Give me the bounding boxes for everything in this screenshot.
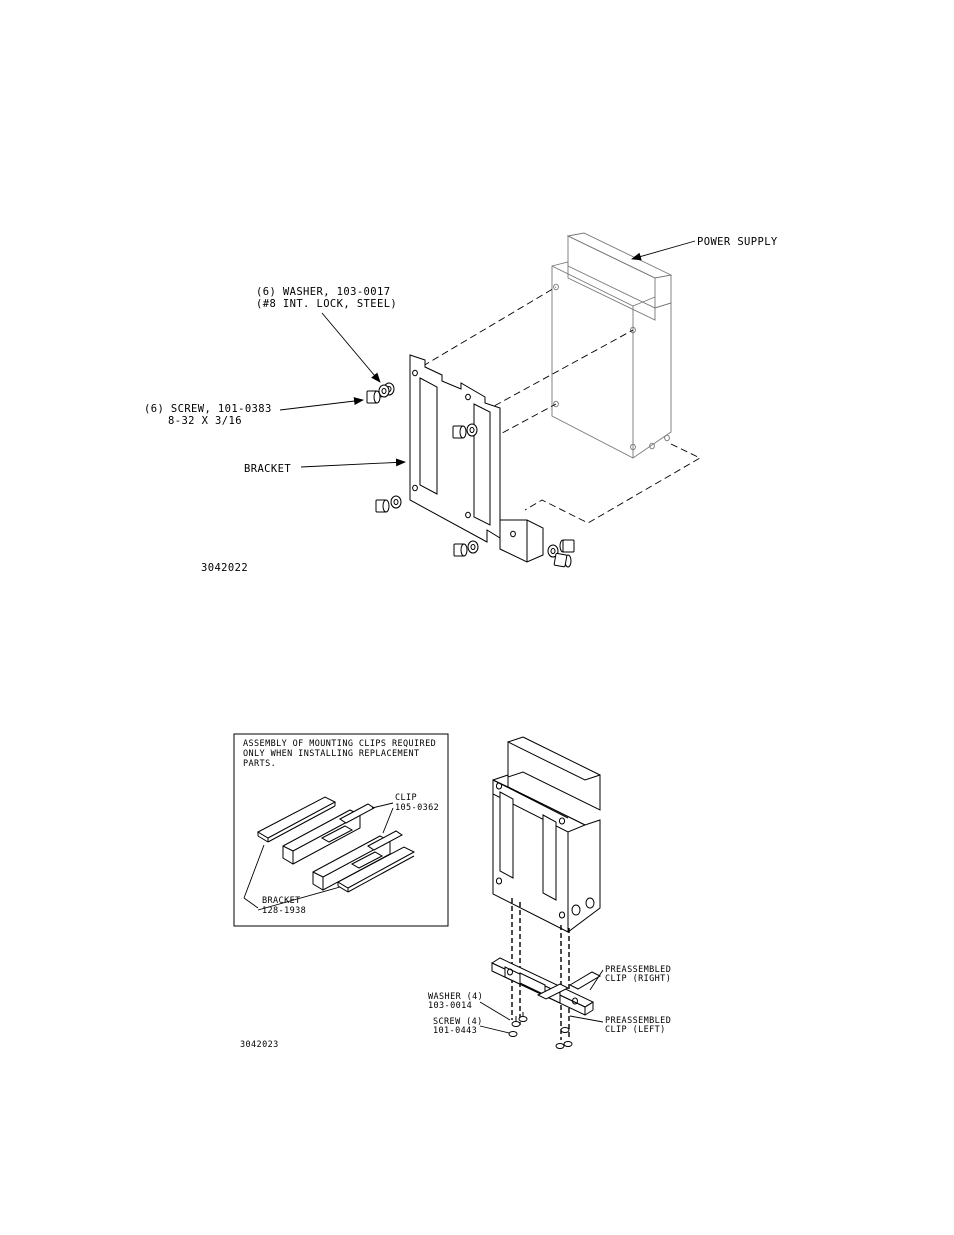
label-power-supply: POWER SUPPLY — [697, 236, 778, 248]
screw-and-washer-icons — [366, 382, 575, 568]
washer-icon — [466, 423, 478, 437]
inset-clip-drawing — [282, 803, 403, 891]
inset-box: ASSEMBLY OF MOUNTING CLIPS REQUIRED ONLY… — [233, 733, 449, 927]
label-screw: (6) SCREW, 101-0383 — [144, 403, 272, 415]
label-washer-part-number: 103-0014 — [428, 1001, 472, 1011]
washer-icon — [378, 384, 390, 398]
screw-icon — [555, 1043, 565, 1049]
preassembled-clips-drawing — [490, 957, 602, 1016]
label-preassembled-right: PREASSEMBLED — [605, 965, 671, 975]
screw-icon — [511, 1016, 521, 1027]
inset-note-line3: PARTS. — [243, 759, 276, 769]
clip-screws-drawing — [508, 1012, 573, 1049]
label-washer-spec: (#8 INT. LOCK, STEEL) — [256, 298, 397, 310]
screw-icon — [553, 552, 572, 568]
label-preassembled-right-side: CLIP (RIGHT) — [605, 974, 671, 984]
screw-icon — [560, 1027, 570, 1033]
inset-note-line2: ONLY WHEN INSTALLING REPLACEMENT — [243, 749, 420, 759]
inset-bracket-part-number: 128-1938 — [262, 906, 306, 916]
figure-1-exploded-bracket: POWER SUPPLY (6) WASHER, 103-0017 (#8 IN… — [144, 232, 778, 574]
screw-icon — [508, 1031, 518, 1037]
power-supply-drawing — [551, 232, 673, 459]
figure-2-mounting-clips: ASSEMBLY OF MOUNTING CLIPS REQUIRED ONLY… — [233, 733, 671, 1050]
screw-icon — [375, 499, 390, 513]
label-screw-part-number: 101-0443 — [433, 1026, 477, 1036]
inset-note-line1: ASSEMBLY OF MOUNTING CLIPS REQUIRED — [243, 739, 436, 749]
screw-icon — [518, 1012, 528, 1022]
screw-icon — [453, 543, 468, 557]
bracket-drawing — [409, 354, 544, 563]
label-screw-spec: 8-32 X 3/16 — [168, 415, 242, 427]
label-preassembled-left-side: CLIP (LEFT) — [605, 1025, 666, 1035]
drawing-number: 3042022 — [201, 562, 248, 574]
washer-icon — [467, 540, 479, 554]
washer-icon — [390, 495, 402, 509]
inset-bracket-label: BRACKET — [262, 896, 301, 906]
screw-icon — [559, 539, 575, 553]
drawing-number-2: 3042023 — [240, 1040, 279, 1050]
label-bracket: BRACKET — [244, 463, 291, 475]
screw-icon — [563, 1041, 573, 1047]
assembled-power-supply-drawing — [492, 736, 601, 933]
inset-clip-part-number: 105-0362 — [395, 803, 439, 813]
alignment-lines — [422, 286, 701, 524]
label-preassembled-left: PREASSEMBLED — [605, 1016, 671, 1026]
label-washer-qty: WASHER (4) — [428, 992, 483, 1002]
inset-bracket-drawing — [256, 796, 416, 893]
label-screw-qty: SCREW (4) — [433, 1017, 483, 1027]
label-washer: (6) WASHER, 103-0017 — [256, 286, 390, 298]
clip-alignment-lines — [511, 898, 570, 1040]
screw-icon — [452, 425, 467, 439]
inset-clip-label: CLIP — [395, 793, 417, 803]
